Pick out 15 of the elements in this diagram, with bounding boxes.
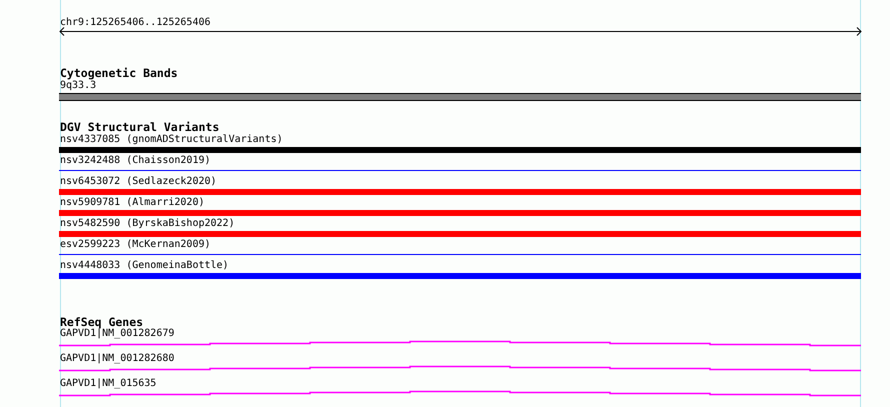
feature-label: nsv5482590 (ByrskaBishop2022) [60,218,235,229]
feature-label: nsv3242488 (Chaisson2019) [60,155,211,166]
feature-label: GAPVD1|NM_001282679 [60,328,174,339]
feature-label: GAPVD1|NM_001282680 [60,353,174,364]
coordinate-range-label: chr9:125265406..125265406 [60,17,211,28]
feature-label: esv2599223 (McKernan2009) [60,239,211,250]
feature-label: nsv4448033 (GenomeinaBottle) [60,260,229,271]
feature-label: 9q33.3 [60,80,96,91]
track-title: Cytogenetic Bands [60,67,178,80]
feature-label: nsv5909781 (Almarri2020) [60,197,204,208]
feature-label: nsv4337085 (gnomADStructuralVariants) [60,134,283,145]
track-title: DGV Structural Variants [60,121,220,134]
feature-label: nsv6453072 (Sedlazeck2020) [60,176,217,187]
track-title: RefSeq Genes [60,316,144,329]
feature-label: GAPVD1|NM_015635 [60,378,156,389]
